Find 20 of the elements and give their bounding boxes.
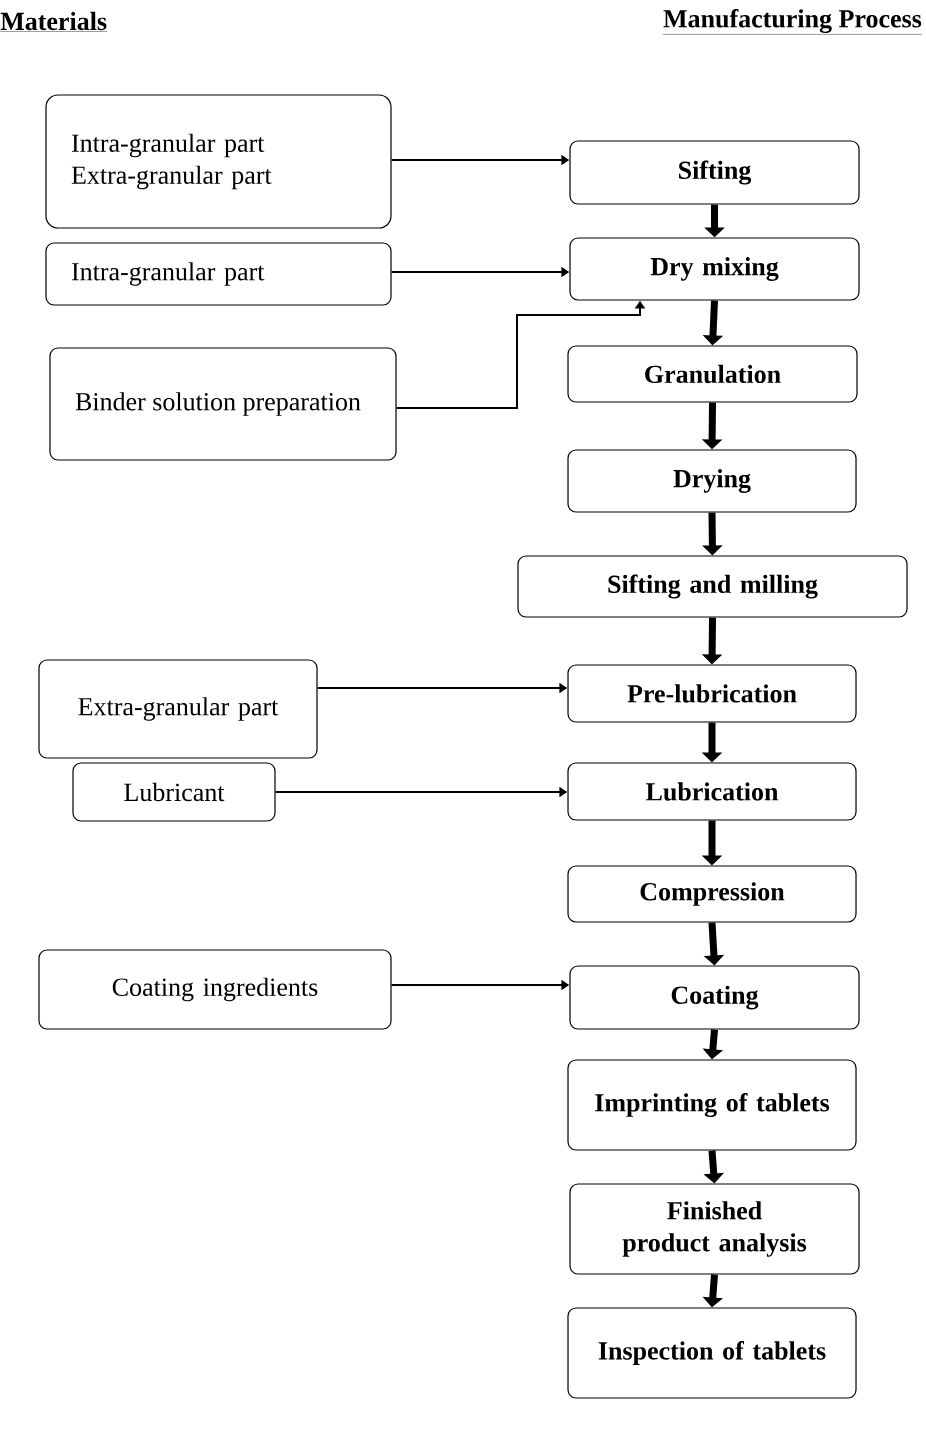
- material-box: Intra-granular part: [45, 242, 392, 306]
- material-box: Binder solution preparation: [49, 347, 397, 461]
- process-box: Sifting: [569, 140, 860, 205]
- process-box: Inspection of tablets: [567, 1307, 857, 1399]
- process-box: Dry mixing: [569, 237, 860, 301]
- process-box: Sifting and milling: [517, 555, 908, 618]
- process-box: Granulation: [567, 345, 858, 403]
- process-box: Coating: [569, 965, 860, 1030]
- process-box: Compression: [567, 865, 857, 923]
- process-box: Pre-lubrication: [567, 664, 857, 723]
- process-box: Finished product analysis: [569, 1183, 860, 1275]
- material-box: Lubricant: [72, 762, 276, 822]
- material-box: Coating ingredients: [38, 949, 392, 1030]
- process-box: Drying: [567, 449, 857, 513]
- process-box: Lubrication: [567, 762, 857, 821]
- process-box: Imprinting of tablets: [567, 1059, 857, 1151]
- material-box: Intra-granular part Extra-granular part: [45, 94, 392, 229]
- column-heading: Materials: [0, 11, 108, 32]
- material-box: Extra-granular part: [38, 659, 318, 759]
- column-heading: Manufacturing Process: [662, 9, 922, 35]
